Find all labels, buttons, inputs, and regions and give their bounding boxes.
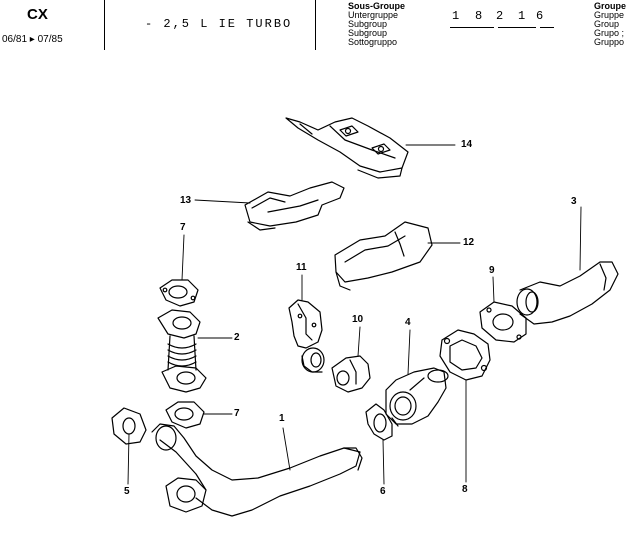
- callout-11: 11: [296, 262, 307, 273]
- callout-12: 12: [463, 237, 475, 248]
- group-label-de: Gruppe: [594, 10, 625, 20]
- flex-pipe-2: [157, 309, 207, 393]
- callout-14: 14: [461, 139, 473, 150]
- subgroup-label-en: Subgroup: [348, 19, 388, 29]
- callout-10: 10: [352, 314, 364, 325]
- subgroup-label-it: Sottogruppo: [348, 37, 398, 47]
- gasket-7-upper: [159, 279, 199, 307]
- callout-1: 1: [279, 413, 285, 424]
- leader-lines: [127, 144, 582, 485]
- callout-6: 6: [380, 486, 386, 497]
- subgroup-label-fr: Sous-Groupe: [348, 1, 406, 11]
- callout-7-lower: 7: [234, 408, 240, 419]
- heat-shield-13: [244, 181, 345, 231]
- header-divider-1: [104, 0, 105, 50]
- callout-8: 8: [462, 484, 468, 495]
- flange-gasket-8: [439, 329, 491, 381]
- gasket-7-lower: [165, 401, 205, 429]
- engine-description: - 2,5 L IE TURBO: [145, 17, 293, 31]
- gasket-6: [365, 403, 393, 441]
- callout-3: 3: [571, 196, 577, 207]
- code-underline-2: [498, 27, 536, 28]
- code-digit-4: 1: [518, 9, 526, 23]
- header-divider-2: [315, 0, 316, 50]
- exhaust-pipe-3: [516, 261, 619, 325]
- heat-shield-12: [334, 221, 433, 291]
- rubber-mount-10: [331, 355, 371, 393]
- code-underline-3: [540, 27, 554, 28]
- callout-9: 9: [489, 265, 495, 276]
- group-label-es: Grupo ;: [594, 28, 625, 38]
- group-label-en: Group: [594, 19, 620, 29]
- callout-5: 5: [124, 486, 130, 497]
- group-label-fr: Groupe: [594, 1, 627, 11]
- gasket-9: [479, 301, 527, 343]
- callout-2: 2: [234, 332, 240, 343]
- callout-4: 4: [405, 317, 411, 328]
- subgroup-label-es: Subgroup: [348, 28, 388, 38]
- front-pipe-1: [151, 423, 363, 517]
- callout-7-upper: 7: [180, 222, 186, 233]
- mounting-bracket-11: [288, 299, 325, 373]
- code-digit-3: 2: [496, 9, 504, 23]
- production-dates: 06/81 ▸ 07/85: [2, 34, 63, 45]
- vehicle-model: CX: [27, 6, 48, 23]
- heat-shield-upper: [285, 117, 409, 179]
- callout-13: 13: [180, 195, 192, 206]
- code-digit-1: 1: [452, 9, 460, 23]
- code-digit-2: 8: [475, 9, 483, 23]
- code-digit-5: 6: [536, 9, 544, 23]
- group-label-it: Gruppo: [594, 37, 625, 47]
- exhaust-elbow-4: [385, 367, 449, 427]
- code-underline-1: [450, 27, 494, 28]
- subgroup-label-de: Untergruppe: [348, 10, 399, 20]
